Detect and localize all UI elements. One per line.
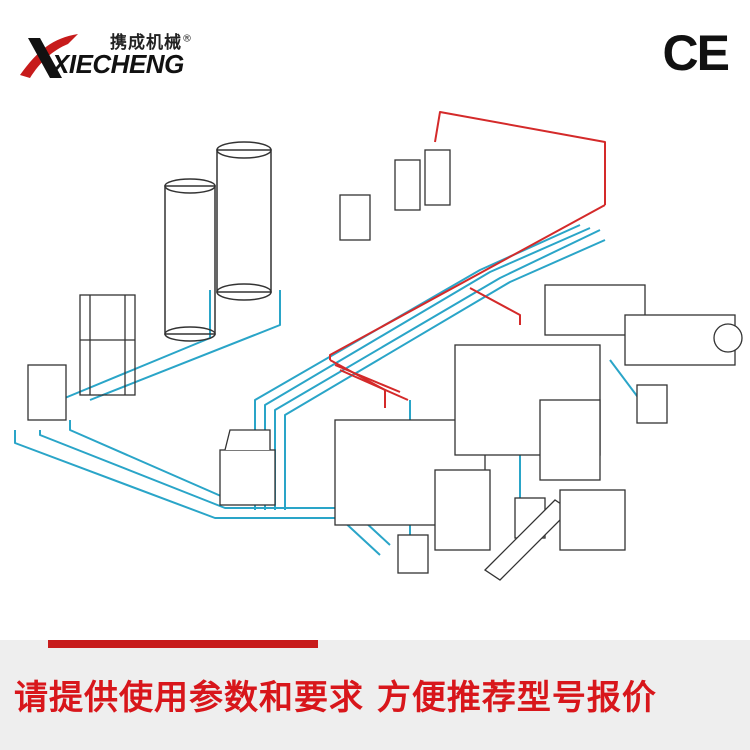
brand-name-cn: 携成机械® [110,28,193,53]
banner-message: 请提供使用参数和要求 方便推荐型号报价 [14,678,657,718]
production-line-diagram [0,100,750,635]
extrusion-line-left [334,419,491,551]
vacuum-pipes [329,111,606,408]
brand-logo [18,20,218,90]
vacuum-unit [339,149,451,241]
registered-mark: ® [182,33,193,45]
ce-certification-mark: CE [662,25,730,81]
extrusion-line-right [544,284,743,366]
header: 携成机械® XIECHENG CE [0,0,750,100]
silos [164,141,272,342]
extrusion-line-middle [454,344,601,481]
brand-logo-mark [20,34,78,78]
material-distributor [219,429,276,506]
brand-name-en: XIECHENG [52,49,184,79]
banner-accent-tab [48,640,318,648]
contact-banner: 请提供使用参数和要求 方便推荐型号报价 [0,640,750,750]
production-line-illustration [14,111,743,581]
bag-unloading-station [79,294,136,396]
crusher-conveyor [483,489,626,581]
brand-name-cn-text: 携成机械 [110,33,182,53]
